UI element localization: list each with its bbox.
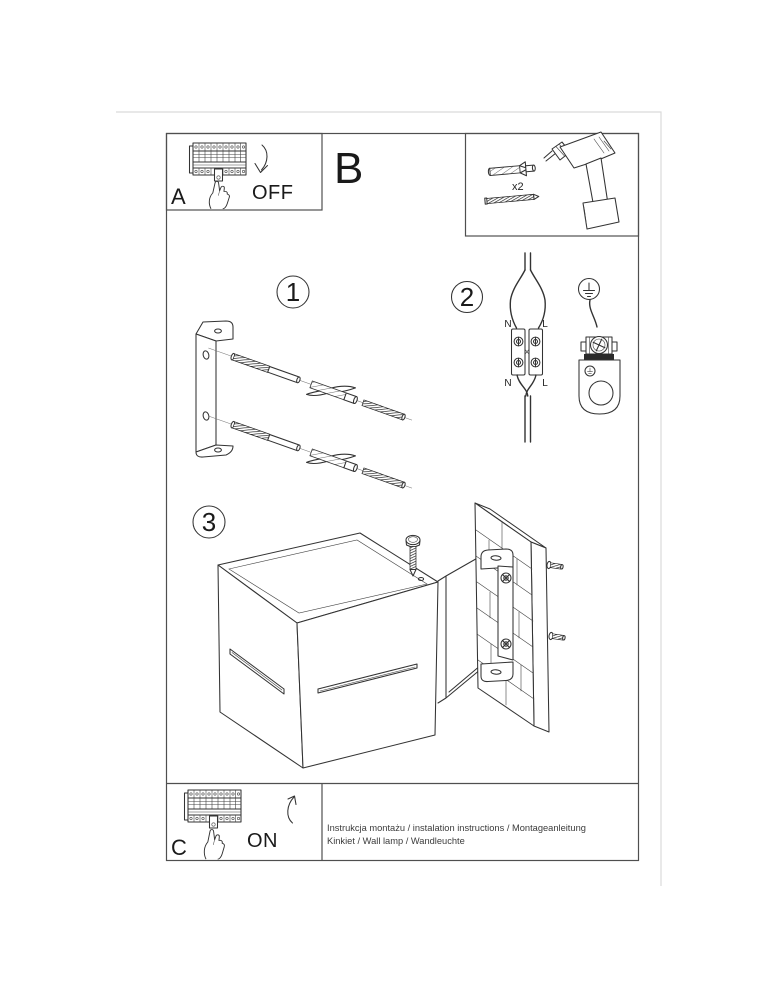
hand-icon xyxy=(203,829,225,860)
arrow-down-icon xyxy=(254,144,269,174)
screw-anchor-row xyxy=(204,336,417,431)
step-1-number: 1 xyxy=(286,277,300,307)
footer-panel xyxy=(166,782,639,861)
footer-text-line2: Kinkiet / Wall lamp / Wandleuchte xyxy=(327,836,465,846)
main-frame xyxy=(165,132,640,862)
page-edge xyxy=(116,111,662,886)
label-on: ON xyxy=(247,830,278,852)
mounted-bracket xyxy=(480,548,514,683)
screw-icon xyxy=(484,193,540,205)
breaker-panel-off-icon xyxy=(188,142,247,182)
label-live-top: L xyxy=(542,319,548,330)
step-3-number: 3 xyxy=(202,507,216,537)
label-hardware-qty: x2 xyxy=(512,181,524,193)
breaker-panel-on-icon xyxy=(183,789,242,829)
terminal-block xyxy=(510,328,544,376)
ground-terminal xyxy=(578,299,621,415)
label-neutral-top: N xyxy=(504,319,511,330)
screw-anchor-row xyxy=(204,404,417,499)
tools-box xyxy=(464,132,640,237)
label-step-c: C xyxy=(171,835,187,860)
wiring-diagram xyxy=(509,252,546,443)
drill-icon xyxy=(543,131,620,230)
hand-icon xyxy=(208,180,230,210)
label-neutral-bottom: N xyxy=(504,378,511,389)
label-off: OFF xyxy=(252,182,294,204)
step-3-badge: 3 xyxy=(192,505,226,539)
cube-screw-icon xyxy=(405,534,425,582)
wall-plug-icon xyxy=(487,161,536,177)
step-2-number: 2 xyxy=(460,282,474,312)
label-step-a: A xyxy=(171,184,186,209)
wall-drawing xyxy=(474,502,566,733)
step-1-badge: 1 xyxy=(276,275,310,309)
box-a xyxy=(165,132,323,211)
arrow-up-icon xyxy=(287,795,297,824)
step-2-badge: 2 xyxy=(450,280,484,314)
wall-bracket-drawing xyxy=(195,320,234,458)
through-screw-icon xyxy=(546,560,564,570)
ground-symbol-icon xyxy=(577,277,601,301)
through-screw-icon xyxy=(548,631,566,641)
label-live-bottom: L xyxy=(542,378,548,389)
footer-text-line1: Instrukcja montażu / instalation instruc… xyxy=(327,823,586,833)
label-step-b: B xyxy=(334,144,363,193)
cube-lamp-drawing xyxy=(217,532,482,769)
